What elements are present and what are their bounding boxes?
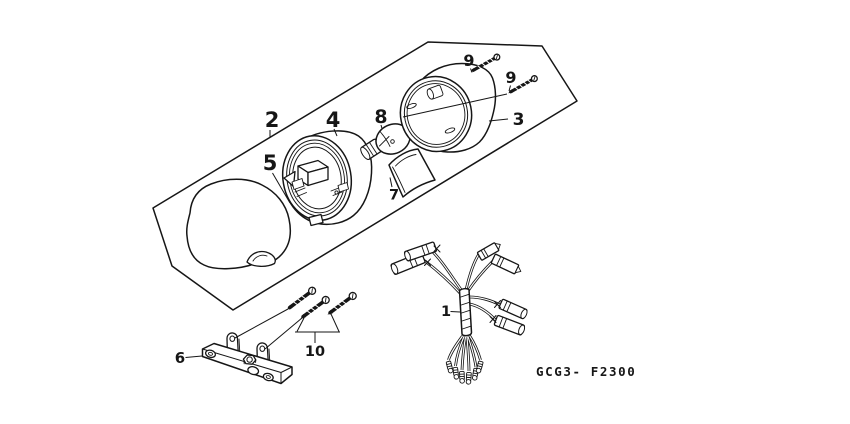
case-socket-boss [426,84,444,100]
screw-10c [323,289,360,320]
wire-clip-e [494,300,501,308]
housing-bottom-tab [308,213,324,227]
bracket-nut [242,354,257,365]
screw-path-leaders [234,308,303,350]
housing-part [281,130,373,227]
wire-clip-a [424,258,431,266]
wire-clip-f [489,315,497,323]
panel-outline [152,41,578,311]
lens-mount-tab [246,250,276,267]
diagram-code: GCG3- F2300 [536,364,636,379]
leader-screw9b-path [402,93,508,118]
part-label-9b: 9 [505,68,516,87]
part-label-5: 5 [263,151,278,175]
harness-part [390,241,528,385]
harness-terminals [445,360,484,385]
reflector-part [388,148,436,198]
wire-clip-b [433,244,441,253]
bullet-connector-f [493,314,526,336]
part-label-7: 7 [389,188,399,204]
part-label-3: 3 [513,110,525,130]
part-label-8: 8 [374,106,387,128]
spade-connector-d [490,253,522,275]
harness-tape-bundle [458,287,473,337]
part-label-10: 10 [305,344,325,360]
case-part [399,62,508,153]
lens-part [186,178,292,270]
part-label-1: 1 [441,304,451,320]
label-10-bracket-lines [295,313,340,343]
bulb-socket [283,159,349,197]
callout-labels: 2 4 5 8 3 9 9 7 6 10 1 [175,51,525,367]
part-label-2: 2 [265,108,280,132]
bulb-part [360,123,411,160]
spade-connector-c [476,242,501,261]
part-label-4: 4 [326,108,341,132]
part-label-9a: 9 [463,51,474,70]
bracket-part [201,332,293,385]
bullet-connector-e [498,298,528,320]
part-label-6: 6 [175,349,185,367]
